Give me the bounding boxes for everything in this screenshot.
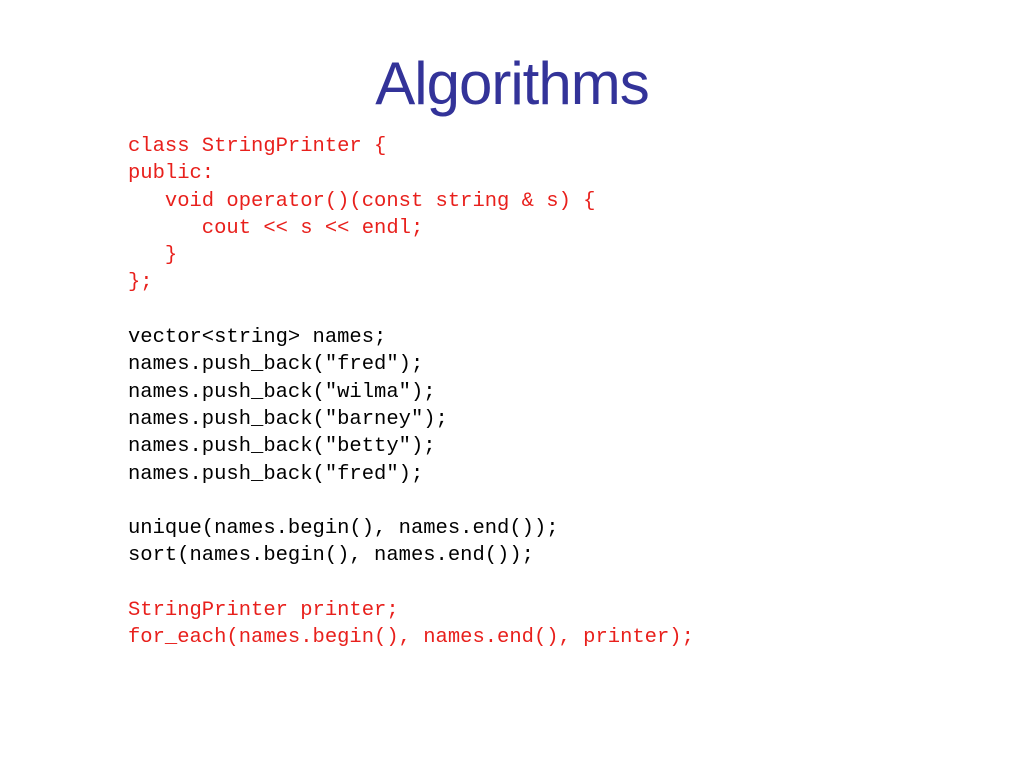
code-line-highlighted: }; [128,271,153,295]
code-line: names.push_back("wilma"); [128,380,436,404]
code-line [128,488,694,515]
code-line: vector<string> names; [128,326,387,350]
code-line-highlighted: StringPrinter printer; [128,599,399,623]
slide-title: Algorithms [375,50,649,117]
code-line: names.push_back("fred"); [128,462,424,486]
code-line: names.push_back("fred"); [128,353,424,377]
code-line [128,297,694,324]
code-line-highlighted: } [128,244,178,268]
code-line: unique(names.begin(), names.end()); [128,517,559,541]
code-line: names.push_back("barney"); [128,407,448,431]
code-line: sort(names.begin(), names.end()); [128,544,534,568]
code-line-highlighted: cout << s << endl; [128,216,424,240]
code-line-highlighted: void operator()(const string & s) { [128,189,596,213]
code-line-highlighted: class StringPrinter { [128,135,387,158]
code-line-highlighted: public: [128,162,215,186]
code-block: class StringPrinter { public: void operat… [128,133,694,652]
code-line: names.push_back("betty"); [128,435,436,459]
code-line-highlighted: for_each(names.begin(), names.end(), pri… [128,626,694,650]
code-line [128,570,694,597]
